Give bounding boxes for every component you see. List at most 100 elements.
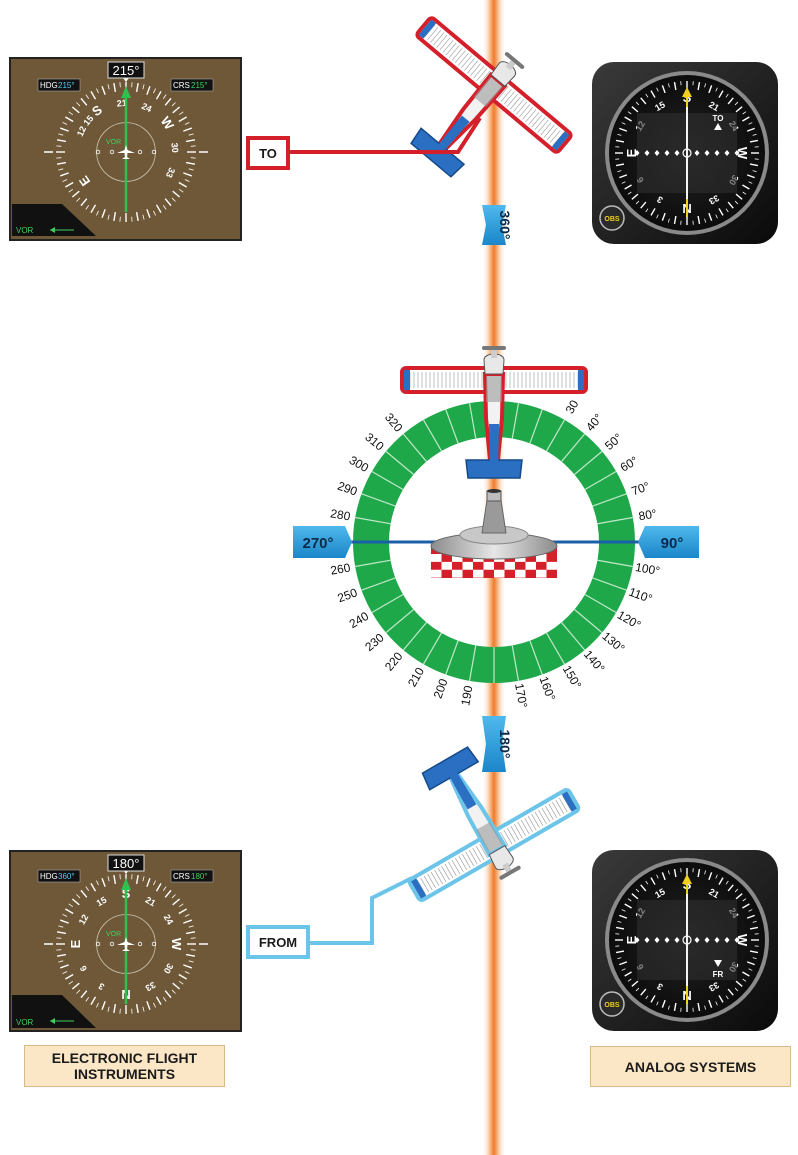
cdi-tick <box>735 893 743 900</box>
cdi-tick <box>650 208 656 216</box>
compass-tick <box>62 914 68 917</box>
cdi-tick <box>718 90 724 98</box>
compass-tick <box>171 102 176 107</box>
cdi-tick <box>656 1001 659 1006</box>
cdi-tick <box>635 200 640 205</box>
cdi-tick <box>704 1005 707 1010</box>
compass-tick <box>155 204 162 213</box>
cdi-tick <box>725 995 729 1000</box>
radial-tab-90: 90° <box>638 526 699 558</box>
compass-tick <box>142 214 145 220</box>
compass-label: E <box>68 939 83 948</box>
cdi-tick <box>624 971 632 977</box>
course-arrow-icon <box>121 878 131 890</box>
cdi-tick <box>752 920 757 923</box>
compass-tick <box>135 1003 139 1014</box>
cdi-tick <box>621 909 626 912</box>
compass-tick <box>184 122 190 125</box>
compass-tick <box>164 198 172 207</box>
compass-label: 15 <box>95 895 109 909</box>
compass-label: 33 <box>164 166 177 179</box>
cdi-tick <box>615 950 625 954</box>
compass-label: 21 <box>144 895 158 909</box>
compass-tick <box>107 84 110 90</box>
cdi-label: 15 <box>653 886 667 900</box>
compass-tick <box>80 990 88 999</box>
to-from-flag: TO <box>713 114 724 123</box>
compass-tick <box>59 127 69 132</box>
radial-label: 280 <box>329 506 351 523</box>
svg-text:270°: 270° <box>302 535 333 552</box>
cdi-tick <box>645 995 649 1000</box>
hdg-value: 360° <box>58 872 75 881</box>
compass-tick <box>85 94 90 99</box>
cdi-tick <box>734 101 739 106</box>
compass-tick <box>171 989 176 994</box>
compass-tick <box>62 179 68 182</box>
cdi-tick <box>624 903 632 909</box>
airplane-center-icon <box>400 346 588 479</box>
compass-label: 6 <box>78 964 89 973</box>
crs-value: 180° <box>191 872 208 881</box>
compass-tick <box>68 111 73 116</box>
cdi-tick <box>718 877 724 885</box>
nav-source-label: VOR <box>16 226 34 235</box>
compass-tick <box>71 106 80 114</box>
cdi-tick <box>697 81 701 91</box>
compass-tick <box>153 88 156 94</box>
cdi-tick <box>617 133 622 136</box>
cdi-tick <box>746 961 755 966</box>
cdi-tick <box>748 181 753 184</box>
compass-tick <box>171 894 176 899</box>
compass-tick <box>76 197 81 202</box>
cdi-tick <box>746 174 755 179</box>
cdi-label: 15 <box>653 99 667 113</box>
compass-tick <box>178 973 187 980</box>
cdi-tick <box>617 957 622 960</box>
svg-text:360°: 360° <box>497 211 513 240</box>
from-flag-icon <box>714 960 722 967</box>
radial-label: 150° <box>560 663 585 692</box>
radial-label: 110° <box>627 585 654 606</box>
compass-tick <box>172 106 181 114</box>
radial-label: 30 <box>563 397 582 416</box>
compass-tick <box>142 84 145 90</box>
compass-tick <box>155 91 162 100</box>
compass-label: 3 <box>97 981 106 992</box>
compass-tick <box>71 898 80 906</box>
cdi-tick <box>742 184 750 190</box>
compass-tick <box>146 85 151 95</box>
compass-tick <box>58 925 64 928</box>
cdi-label: W <box>735 934 750 947</box>
cdi-tick <box>631 980 639 987</box>
compass-tick <box>62 122 68 125</box>
radial-tab-270: 270° <box>293 526 352 558</box>
ring-ticks <box>353 401 635 683</box>
radial-label: 190 <box>458 684 475 706</box>
compass-tick <box>162 886 167 891</box>
cdi-tick <box>742 898 747 902</box>
radial-label: 40° <box>583 411 606 434</box>
cdi-label: 33 <box>707 980 721 994</box>
cdi-tick <box>748 909 753 912</box>
compass-tick <box>101 877 106 887</box>
cdi-tick <box>661 872 666 881</box>
compass-tick <box>76 989 81 994</box>
cdi-tick <box>624 184 632 190</box>
radial-label: 240 <box>347 609 372 631</box>
compass-tick <box>101 85 106 95</box>
cdi-tick <box>627 898 632 902</box>
cdi-tick <box>704 218 707 223</box>
compass-tick <box>178 116 187 123</box>
cdi-tick <box>656 874 659 879</box>
compass-tick <box>188 925 194 928</box>
cdi-tick <box>742 111 747 115</box>
cdi-tick <box>725 93 729 98</box>
radial-label: 310 <box>362 430 387 454</box>
cdi-tick <box>667 218 670 223</box>
compass-tick <box>96 210 99 216</box>
compass-tick <box>162 997 167 1002</box>
compass-tick <box>80 97 88 106</box>
cdi-label: 21 <box>707 886 721 900</box>
cdi-tick <box>656 214 659 219</box>
